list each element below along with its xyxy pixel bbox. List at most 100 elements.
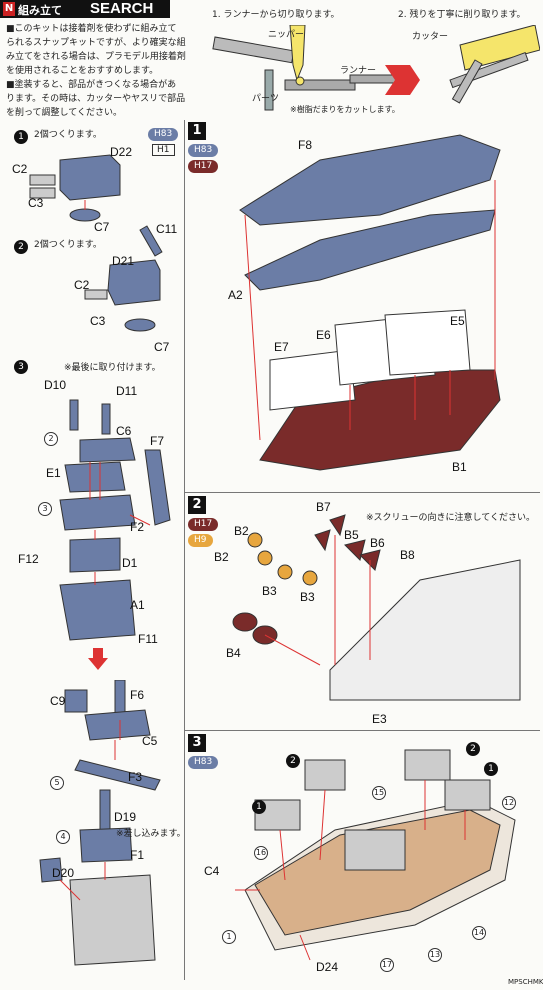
- label-C4: C4: [204, 864, 220, 878]
- label-F12: F12: [18, 552, 39, 566]
- right-step1-number: 1: [188, 122, 206, 140]
- label-C2: C2: [12, 162, 28, 176]
- marker-turret1-b: 1: [484, 762, 498, 776]
- label-F7: F7: [150, 434, 165, 448]
- seal-2: 2: [44, 432, 58, 446]
- note-line: み立てをされる場合は、プラモデル用接着剤: [6, 52, 186, 62]
- label-B7: B7: [316, 500, 331, 514]
- label-C6: C6: [116, 424, 132, 438]
- label-F1: F1: [130, 848, 145, 862]
- label-D21: D21: [112, 254, 135, 268]
- label-F6: F6: [130, 688, 145, 702]
- note-line: られるスナップキットですが、より確実な組: [6, 38, 186, 48]
- label-B2b: B2: [214, 550, 229, 564]
- note-line: ります。その時は、カッターやヤスリで部品: [6, 94, 186, 104]
- step1-number: 1: [14, 130, 28, 144]
- seal-15: 15: [372, 786, 386, 800]
- header-bar: [0, 0, 170, 18]
- label-B6: B6: [370, 536, 385, 550]
- seal-4: 4: [56, 830, 70, 844]
- label-B3b: B3: [300, 590, 315, 604]
- logo-badge: N: [3, 2, 15, 16]
- label-C7: C7: [94, 220, 110, 234]
- label-F11: F11: [138, 632, 158, 646]
- label-A2: A2: [228, 288, 243, 302]
- mast-assembly: [39, 680, 161, 966]
- marker-turret2-b: 2: [466, 742, 480, 756]
- label-D11: D11: [116, 384, 138, 398]
- label-E1: E1: [46, 466, 61, 480]
- label-B3: B3: [262, 584, 277, 598]
- down-arrow: [88, 648, 108, 670]
- color-badge-h1: H1: [152, 144, 175, 156]
- marker-turret1-a: 1: [252, 800, 266, 814]
- label-F2: F2: [130, 520, 145, 534]
- runner-diagram: [212, 25, 540, 111]
- label-F8: F8: [298, 138, 313, 152]
- label-C9: C9: [50, 694, 66, 708]
- label-B1: B1: [452, 460, 467, 474]
- label-B5: B5: [344, 528, 359, 542]
- label-E3: E3: [372, 712, 387, 726]
- step3-note: ※最後に取り付けます。: [64, 363, 161, 373]
- note-line: ■塗装すると、部品がきつくなる場合があ: [6, 80, 177, 90]
- right-step3-number: 3: [188, 734, 206, 752]
- screw-note: ※スクリューの向きに注意してください。: [366, 513, 536, 523]
- right-step2-number: 2: [188, 496, 206, 514]
- right-step1-color-h83: H83: [188, 144, 219, 157]
- label-D1: D1: [122, 556, 138, 570]
- header-title-jp: 組み立て: [18, 4, 62, 17]
- vertical-divider: [184, 120, 185, 980]
- right-step3-color-h83: H83: [188, 756, 219, 769]
- label-D10: D10: [44, 378, 67, 392]
- label-B8: B8: [400, 548, 415, 562]
- turret-assembly-1: [29, 154, 121, 222]
- turret-assembly-2: [84, 225, 163, 332]
- label-C3: C3: [28, 196, 44, 210]
- label-E5: E5: [450, 314, 465, 328]
- step2-text: 2個つくります。: [34, 240, 102, 250]
- seal-5: 5: [50, 776, 64, 790]
- seal-1: 1: [222, 930, 236, 944]
- label-C2b: C2: [74, 278, 90, 292]
- cut-note: ※樹脂だまりをカットします。: [290, 105, 400, 114]
- label-A1: A1: [130, 598, 145, 612]
- seal-13: 13: [428, 948, 442, 962]
- label-C5: C5: [142, 734, 158, 748]
- right-step2-color-h17: H17: [188, 518, 219, 531]
- label-B2: B2: [234, 524, 249, 538]
- seal-14: 14: [472, 926, 486, 940]
- label-C11: C11: [156, 222, 178, 236]
- step2-number: 2: [14, 240, 28, 254]
- color-badge-h83: H83: [148, 128, 179, 141]
- hull-assembly: [239, 134, 501, 471]
- cutter-label: カッター: [412, 32, 449, 42]
- label-D19: D19: [114, 810, 137, 824]
- divider-step3: [185, 730, 540, 731]
- label-F3: F3: [128, 770, 143, 784]
- seal-3: 3: [38, 502, 52, 516]
- tip-cut-runner: 1. ランナーから切り取ります。: [212, 10, 340, 20]
- marker-turret2-a: 2: [286, 754, 300, 768]
- note-line: を使用されることをおすすめします。: [6, 66, 159, 76]
- footer-code: MPSCHMK: [508, 978, 543, 986]
- label-D24: D24: [316, 960, 339, 974]
- label-C3b: C3: [90, 314, 106, 328]
- intro-notes: ■このキットは接着剤を使わずに組み立て られるスナップキットですが、より確実な組…: [6, 22, 206, 120]
- runner-label: ランナー: [340, 66, 377, 76]
- divider-step2: [185, 492, 540, 493]
- seal-12: 12: [502, 796, 516, 810]
- bridge-assembly: [59, 399, 171, 641]
- label-E7: E7: [274, 340, 289, 354]
- header-title: SEARCH: [90, 0, 154, 17]
- label-C7b: C7: [154, 340, 170, 354]
- step1-text: 2個つくります。: [34, 130, 102, 140]
- seal-17: 17: [380, 958, 394, 972]
- label-D20: D20: [52, 866, 75, 880]
- note-line: ■このキットは接着剤を使わずに組み立て: [6, 24, 177, 34]
- parts-label: パーツ: [252, 94, 279, 104]
- deck-assembly: [235, 749, 516, 961]
- right-step1-color-h17: H17: [188, 160, 219, 173]
- label-E6: E6: [316, 328, 331, 342]
- seal-16: 16: [254, 846, 268, 860]
